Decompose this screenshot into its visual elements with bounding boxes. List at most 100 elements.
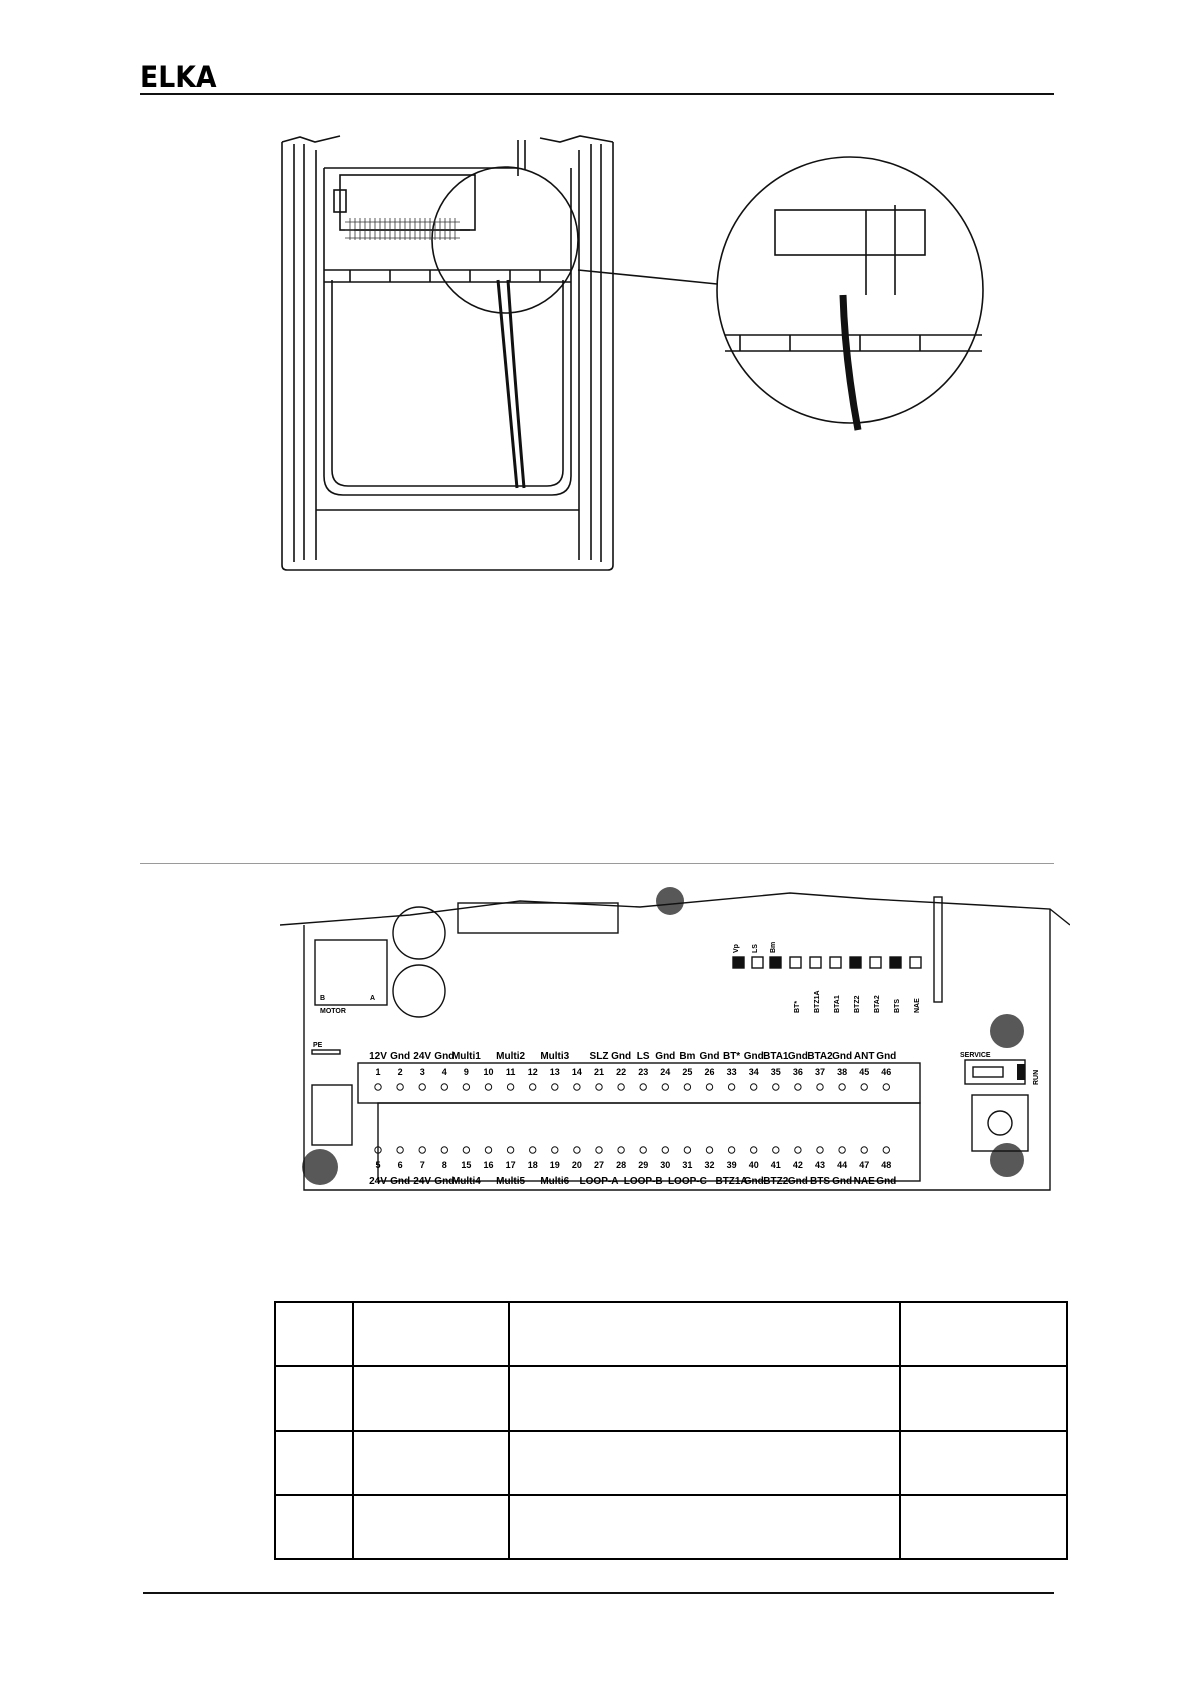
terminal-top-label: Gnd [434, 1051, 454, 1062]
terminal-screw [529, 1083, 537, 1091]
terminal-screw [838, 1083, 846, 1091]
terminal-top-label: Gnd [744, 1051, 764, 1062]
terminal-screw [705, 1146, 714, 1154]
terminal-top-number: 22 [616, 1067, 626, 1077]
terminal-top-number: 46 [881, 1067, 891, 1077]
terminal-screw [705, 1083, 714, 1091]
terminal-screw [727, 1146, 736, 1154]
terminal-bottom-number: 47 [859, 1160, 869, 1170]
led-label: BTS [894, 999, 901, 1013]
motor-label: MOTOR [320, 1008, 346, 1015]
terminal-bottom-number: 5 [375, 1160, 380, 1170]
terminal-top-label: Multi2 [496, 1051, 525, 1062]
terminal-bottom-number: 44 [837, 1160, 847, 1170]
terminal-top-number: 35 [771, 1067, 781, 1077]
terminal-bottom-number: 41 [771, 1160, 781, 1170]
terminal-bottom-number: 18 [528, 1160, 538, 1170]
terminal-screw [462, 1146, 471, 1154]
pe-label: PE [313, 1042, 323, 1049]
table-cell [352, 1493, 510, 1561]
terminal-table [274, 1300, 1068, 1561]
led-label: BTZ2 [854, 995, 861, 1013]
terminal-screw [639, 1146, 647, 1154]
table-cell [274, 1493, 354, 1561]
table-cell [352, 1300, 510, 1368]
terminal-top-label: Multi1 [452, 1051, 481, 1062]
terminal-top-label: Multi3 [540, 1051, 569, 1062]
terminal-screw [882, 1146, 890, 1154]
header-rule [140, 93, 1054, 95]
terminal-top-number: 37 [815, 1067, 825, 1077]
terminal-screw [462, 1083, 471, 1091]
led-label: BT* [794, 1001, 801, 1013]
table-row [274, 1493, 1068, 1561]
terminal-bottom-label: NAE [854, 1176, 875, 1187]
terminal-screw [595, 1083, 603, 1091]
terminal-screw [838, 1146, 846, 1154]
terminal-top-label: Gnd [390, 1051, 410, 1062]
led-label: BTA2 [874, 995, 881, 1013]
terminal-top-label: ANT [854, 1051, 875, 1062]
terminal-bottom-number: 32 [704, 1160, 714, 1170]
terminal-screw [551, 1146, 559, 1154]
terminal-screw [860, 1083, 868, 1091]
table-cell [508, 1365, 901, 1432]
terminal-screw [396, 1146, 404, 1154]
terminal-bottom-number: 20 [572, 1160, 582, 1170]
terminal-screw [418, 1146, 426, 1154]
table-row [274, 1429, 1068, 1496]
terminal-top-label: 24V [413, 1051, 431, 1062]
terminal-top-label: BTA1 [763, 1051, 789, 1062]
table-row [274, 1300, 1068, 1368]
terminal-bottom-label: Gnd [832, 1176, 852, 1187]
terminal-bottom-number: 19 [550, 1160, 560, 1170]
terminal-screw [617, 1083, 625, 1091]
terminal-top-label: Gnd [611, 1051, 631, 1062]
motor-b-label: B [320, 995, 325, 1002]
terminal-top-number: 38 [837, 1067, 847, 1077]
terminal-top-label: Gnd [788, 1051, 808, 1062]
service-label: SERVICE [960, 1052, 991, 1059]
terminal-top-label: SLZ [590, 1051, 609, 1062]
terminal-screw [661, 1146, 669, 1154]
terminal-screw [374, 1083, 382, 1091]
elka-logo: ELKA [140, 60, 217, 94]
table-row [274, 1365, 1068, 1432]
terminal-screw [794, 1146, 802, 1154]
led-label: NAE [914, 998, 921, 1013]
terminal-top-label: Gnd [700, 1051, 720, 1062]
terminal-bottom-number: 48 [881, 1160, 891, 1170]
led-label: BTZ1A [814, 990, 821, 1013]
table-cell [508, 1493, 901, 1561]
table-cell [899, 1493, 1068, 1561]
terminal-top-label: Gnd [655, 1051, 675, 1062]
terminal-screw [860, 1146, 868, 1154]
terminal-top-number: 1 [375, 1067, 380, 1077]
terminal-screw [617, 1146, 625, 1154]
terminal-screw [396, 1083, 404, 1091]
terminal-screw [484, 1083, 493, 1091]
led-label-group-bottom: BT* BTZ1A BTA1 BTZ2 BTA2 BTS NAE [794, 990, 921, 1013]
terminal-top-label: Gnd [832, 1051, 852, 1062]
terminal-top-number: 3 [420, 1067, 425, 1077]
terminal-top-number: 33 [727, 1067, 737, 1077]
led-label: BTA1 [834, 995, 841, 1013]
terminal-bottom-label: LOOP-B [624, 1176, 663, 1187]
terminal-screw [661, 1083, 669, 1091]
terminal-bottom-number: 8 [442, 1160, 447, 1170]
section-divider [140, 863, 1054, 864]
terminal-screw [484, 1146, 493, 1154]
terminal-screw [683, 1083, 692, 1091]
terminal-bottom-label: BTZ2 [763, 1176, 788, 1187]
led-label: LS [752, 944, 759, 953]
terminal-bottom-number: 27 [594, 1160, 604, 1170]
terminal-bottom-label: BTS [810, 1176, 830, 1187]
terminal-top-label: Gnd [876, 1051, 896, 1062]
terminal-screw [816, 1083, 824, 1091]
terminal-top-number: 9 [464, 1067, 469, 1077]
table-cell [274, 1429, 354, 1496]
table-cell [899, 1429, 1068, 1496]
terminal-bottom-number: 17 [506, 1160, 516, 1170]
